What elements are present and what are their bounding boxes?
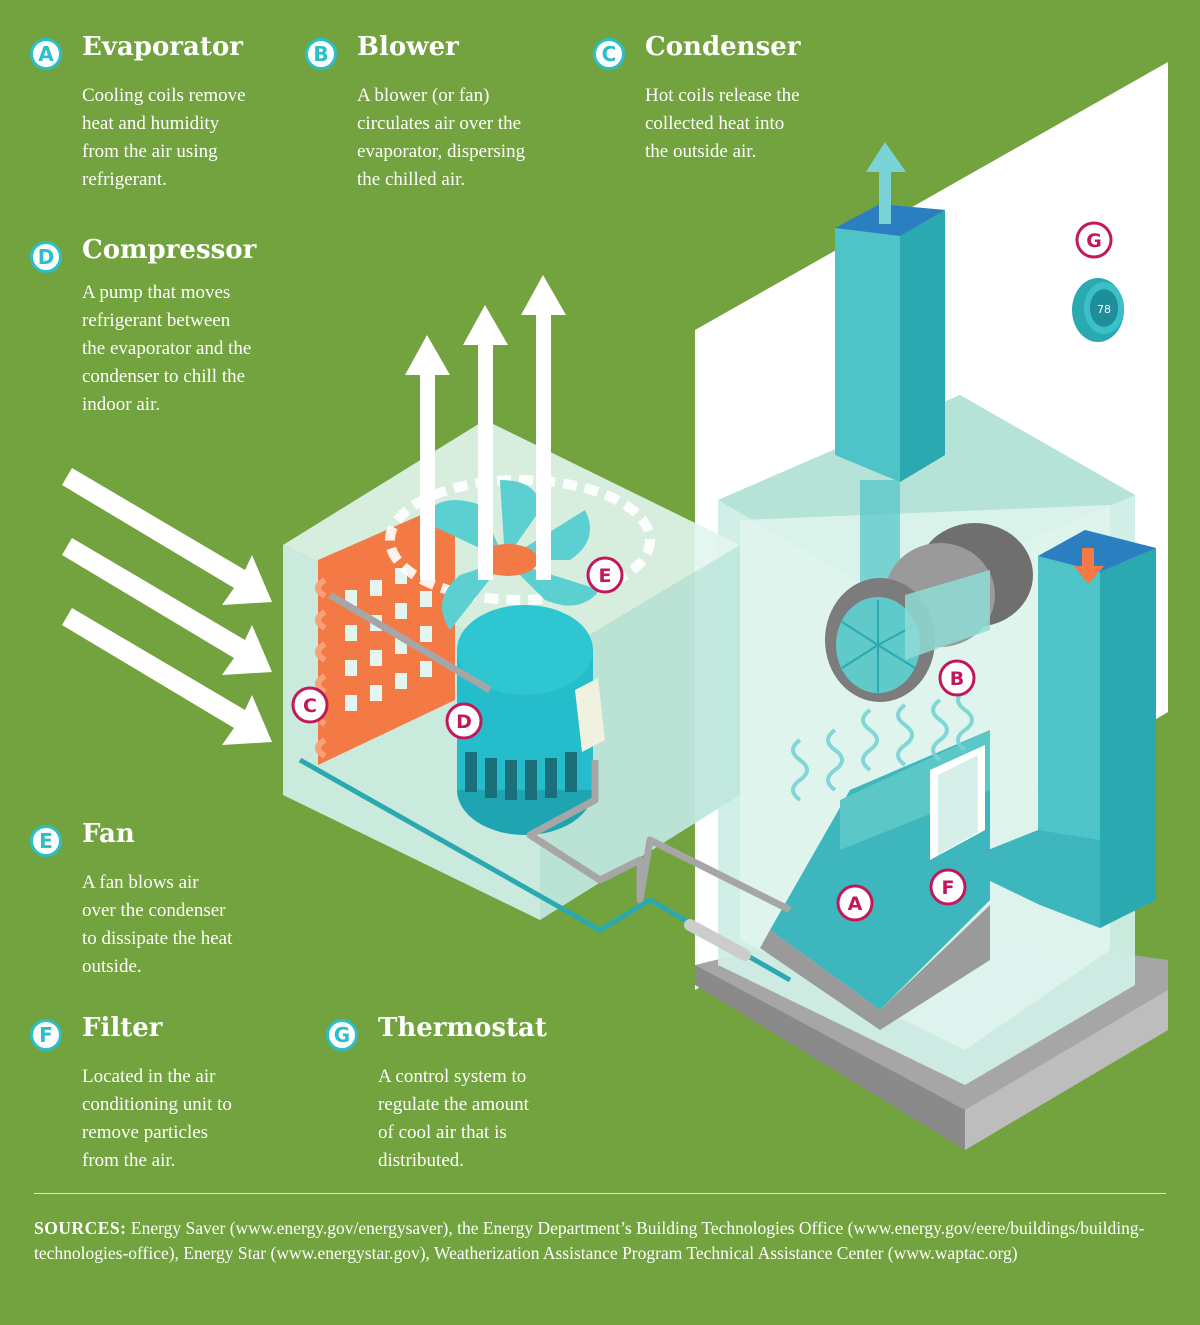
legend-title: Blower	[357, 32, 459, 62]
legend-badge-a: A	[30, 38, 62, 70]
marker-e: E	[586, 556, 624, 594]
ac-system-illustration: 78 A B C D E F G	[62, 62, 1168, 1150]
svg-text:A: A	[848, 893, 863, 915]
legend-description: A fan blows air over the condenser to di…	[82, 872, 233, 977]
legend-badge-g: G	[326, 1019, 358, 1051]
legend-description: Hot coils release the collected heat int…	[645, 85, 800, 162]
legend-title: Filter	[82, 1013, 163, 1043]
svg-text:B: B	[950, 668, 964, 690]
sources-label: SOURCES:	[34, 1218, 127, 1238]
footer-divider	[34, 1193, 1166, 1194]
marker-f: F	[929, 868, 967, 906]
legend-badge-c: C	[593, 38, 625, 70]
return-duct	[988, 530, 1156, 928]
legend-badge-e: E	[30, 825, 62, 857]
legend-title: Fan	[82, 819, 135, 849]
marker-g: G	[1075, 221, 1113, 259]
marker-c: C	[291, 686, 329, 724]
exhaust-air-arrows	[405, 275, 566, 580]
legend-badge-b: B	[305, 38, 337, 70]
legend-title: Condenser	[645, 32, 801, 62]
svg-text:G: G	[1086, 230, 1102, 252]
supply-air-arrow	[866, 142, 906, 224]
marker-b: B	[938, 659, 976, 697]
legend-description: Located in the air conditioning unit to …	[82, 1066, 232, 1171]
legend-badge-f: F	[30, 1019, 62, 1051]
legend-title: Compressor	[82, 235, 257, 265]
blower-illustration	[825, 523, 1033, 702]
legend-description: Cooling coils remove heat and humidity f…	[82, 85, 246, 190]
thermostat-illustration: 78	[1072, 278, 1124, 342]
filter-illustration	[930, 745, 985, 860]
svg-text:F: F	[942, 877, 955, 899]
intake-air-arrows	[62, 468, 272, 745]
legend-description: A control system to regulate the amount …	[378, 1066, 529, 1171]
legend-badge-d: D	[30, 241, 62, 273]
legend-description: A pump that moves refrigerant between th…	[82, 282, 252, 415]
sources-text: Energy Saver (www.energy.gov/energysaver…	[34, 1218, 1145, 1263]
legend-description: A blower (or fan) circulates air over th…	[357, 85, 526, 190]
legend-title: Evaporator	[82, 32, 243, 62]
thermostat-reading: 78	[1097, 303, 1111, 316]
svg-text:E: E	[599, 565, 612, 587]
svg-text:D: D	[456, 711, 472, 733]
marker-a: A	[836, 884, 874, 922]
marker-d: D	[445, 702, 483, 740]
sources-footer: SOURCES: Energy Saver (www.energy.gov/en…	[34, 1216, 1164, 1266]
legend-title: Thermostat	[378, 1013, 547, 1043]
svg-text:C: C	[303, 695, 317, 717]
